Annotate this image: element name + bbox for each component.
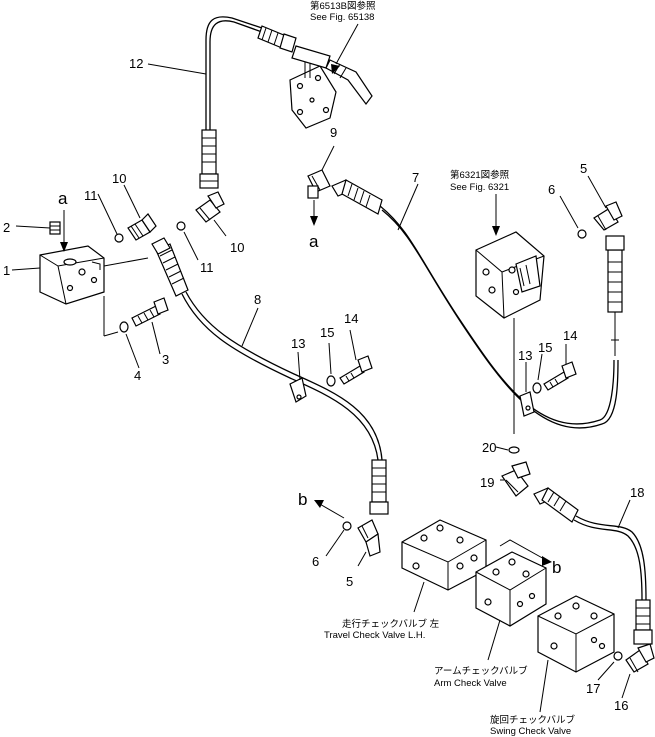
o-ring-11-right: [176, 221, 186, 231]
valve-block-1: [39, 245, 149, 337]
connector-arrow-b-left: [314, 500, 345, 519]
elbow-fitting-19: [500, 461, 531, 497]
clamp-13-left: [289, 351, 307, 403]
part-label-4: 4: [134, 368, 141, 383]
part-label-17: 17: [586, 681, 600, 696]
part-label-14-right: 14: [563, 328, 577, 343]
bolt-14-right: [543, 344, 577, 391]
part-label-11-left: 11: [84, 188, 98, 203]
washer-4: [119, 321, 129, 333]
part-label-3: 3: [162, 352, 169, 367]
washer-15-left: [326, 375, 336, 387]
part-label-11-right: 11: [200, 260, 214, 275]
part-label-10-right: 10: [230, 240, 244, 255]
bolt-14-left: [339, 329, 373, 385]
clamp-13-right: [519, 362, 535, 417]
arm-valve-label-en: Arm Check Valve: [434, 678, 507, 689]
part-label-13-left: 13: [291, 336, 305, 351]
elbow-fitting-16: [621, 643, 655, 699]
part-number-labels: 1 2 3 4 5 5 6 6 7 8 9 10 10 11 11 12 13 …: [3, 56, 644, 713]
connector-arrow-a-right: [310, 200, 318, 226]
svg-text:See Fig. 6321: See Fig. 6321: [450, 182, 509, 193]
part-label-1: 1: [3, 263, 10, 278]
swing-valve-label-en: Swing Check Valve: [490, 726, 571, 737]
travel-valve-label-en: Travel Check Valve L.H.: [324, 630, 425, 641]
bolt-3: [131, 297, 169, 355]
part-label-16: 16: [614, 698, 628, 713]
connector-label-a-right: a: [309, 232, 319, 251]
swing-check-valve: [537, 595, 615, 673]
part-label-6-upper: 6: [548, 182, 555, 197]
hose-18: [533, 487, 653, 645]
part-label-7: 7: [412, 170, 419, 185]
reference-fig-65138: 第6513B図参照 See Fig. 65138: [310, 0, 376, 74]
hose-8: [151, 237, 389, 515]
o-ring-20: [508, 446, 520, 454]
top-component-ref-65138: [289, 45, 373, 129]
part-label-15-left: 15: [320, 325, 334, 340]
hose-7: [331, 179, 625, 429]
part-label-12: 12: [129, 56, 143, 71]
travel-valve-label-jp: 走行チェックバルブ 左: [342, 618, 440, 630]
part-label-9: 9: [330, 125, 337, 140]
o-ring-6-upper: [577, 229, 587, 239]
plug-fitting-2: [15, 221, 61, 235]
o-ring-17: [613, 651, 623, 661]
reference-fig-6321: 第6321図参照 See Fig. 6321: [450, 169, 510, 236]
svg-text:第6513B図参照: 第6513B図参照: [310, 0, 376, 12]
svg-text:第6321図参照: 第6321図参照: [450, 169, 510, 181]
part-label-13-right: 13: [518, 348, 532, 363]
travel-check-valve: [401, 519, 487, 591]
elbow-fitting-5-lower: [357, 519, 381, 567]
part-label-14-left: 14: [344, 311, 358, 326]
part-label-5-lower: 5: [346, 574, 353, 589]
arm-valve-label-jp: アームチェックバルブ: [434, 665, 528, 677]
part-label-18: 18: [630, 485, 644, 500]
part-label-10-left: 10: [112, 171, 126, 186]
part-label-19: 19: [480, 475, 494, 490]
valve-labels: 走行チェックバルブ 左 Travel Check Valve L.H. アームチ…: [324, 618, 576, 737]
elbow-fitting-10-left: [123, 184, 157, 241]
valve-block-ref-6321: [475, 231, 545, 434]
o-ring-6-lower: [342, 521, 352, 531]
connector-label-b-left: b: [298, 490, 307, 509]
elbow-fitting-5-upper: [587, 175, 623, 231]
elbow-fitting-9: [307, 145, 335, 199]
arm-check-valve: [475, 551, 547, 627]
part-label-8: 8: [254, 292, 261, 307]
part-label-6-lower: 6: [312, 554, 319, 569]
connector-label-b-right: b: [552, 558, 561, 577]
part-label-15-right: 15: [538, 340, 552, 355]
part-label-5-upper: 5: [580, 161, 587, 176]
o-ring-11-left: [114, 233, 124, 243]
connector-arrow-b-right: [499, 539, 552, 566]
washer-15-right: [532, 382, 542, 394]
svg-text:See Fig. 65138: See Fig. 65138: [310, 12, 374, 23]
elbow-fitting-10-right: [195, 191, 227, 237]
connector-arrow-a-left: [60, 210, 68, 252]
hose-12: [199, 16, 297, 189]
swing-valve-label-jp: 旋回チェックバルブ: [490, 714, 576, 726]
part-label-2: 2: [3, 220, 10, 235]
part-label-20: 20: [482, 440, 496, 455]
connector-label-a-left: a: [58, 189, 68, 208]
